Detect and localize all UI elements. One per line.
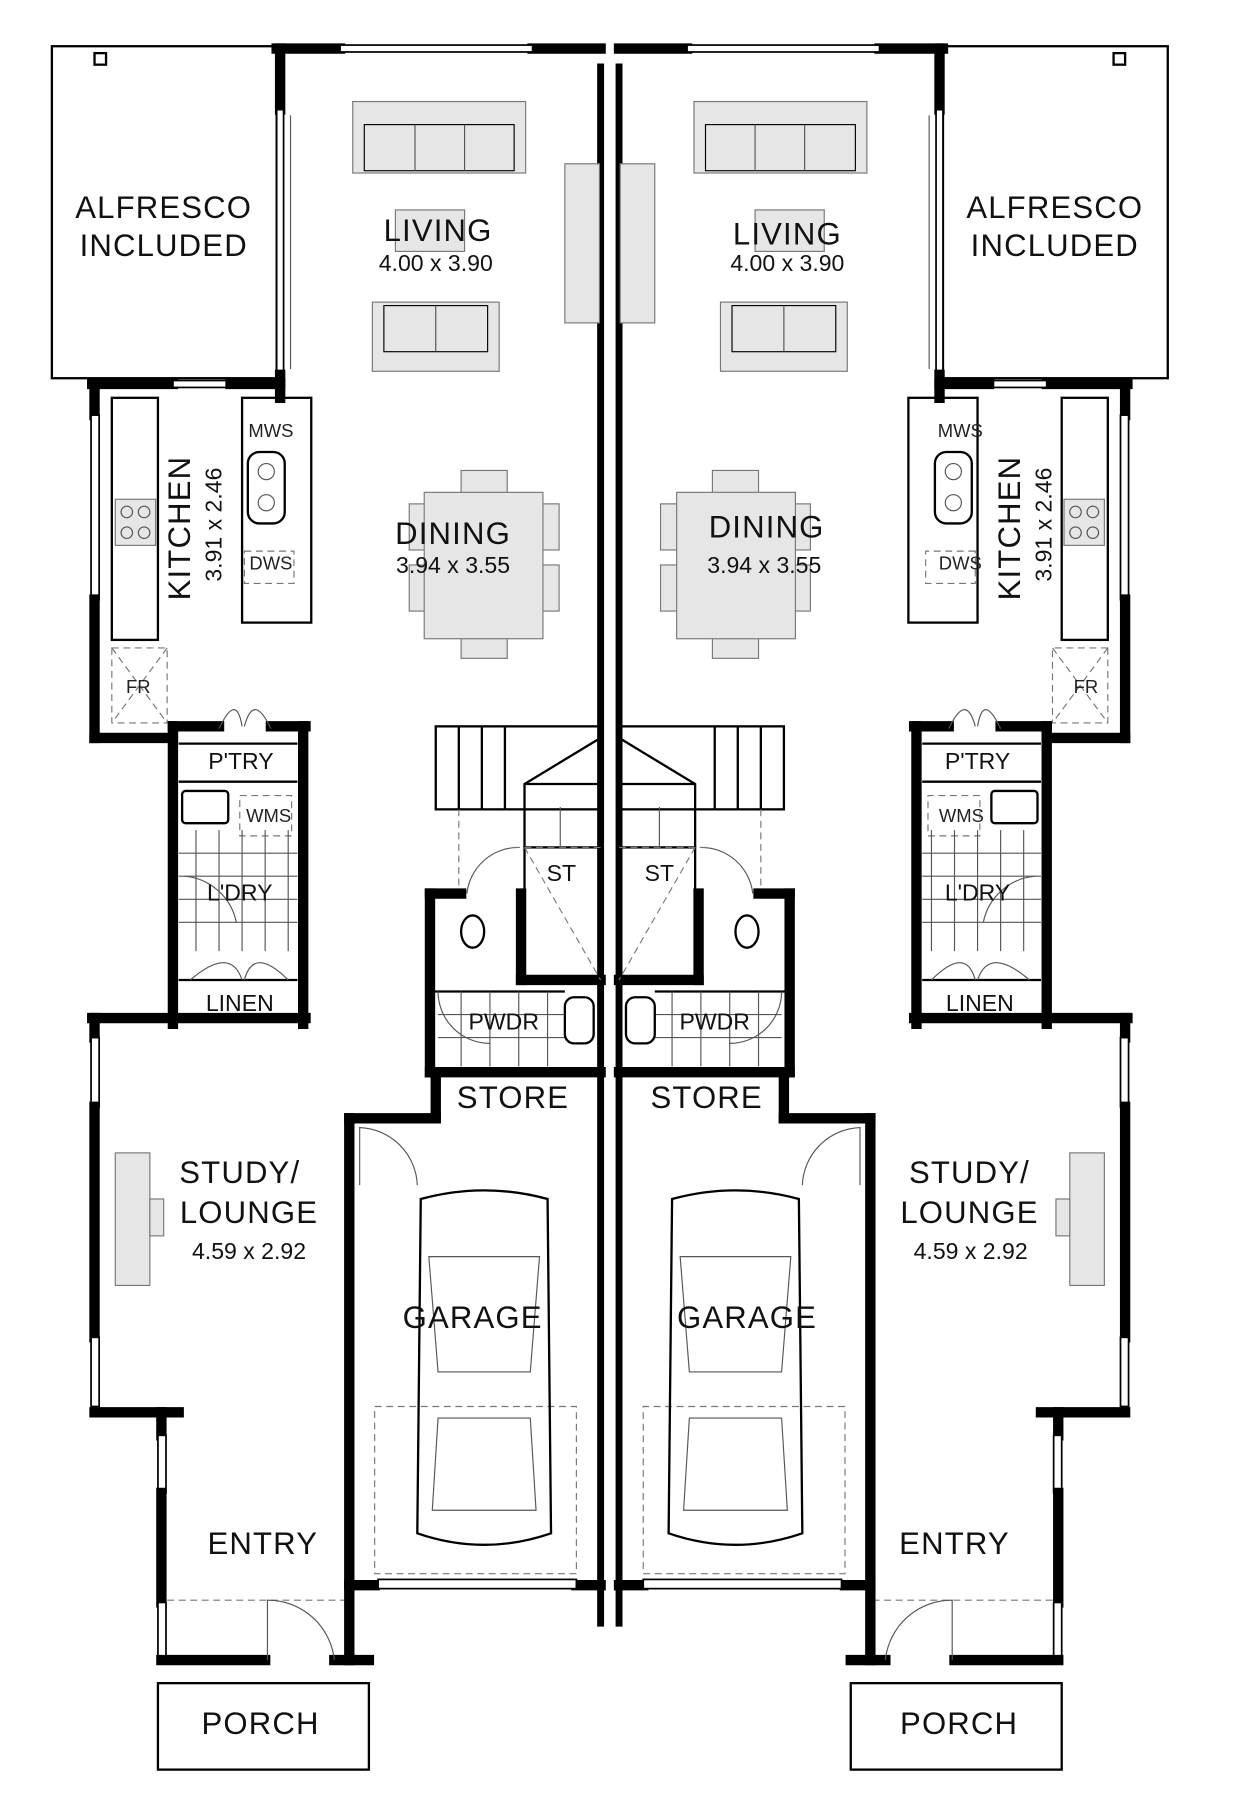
kitchen-dim: 3.91 x 2.46 [200, 468, 226, 582]
unit-right-walls [619, 45, 1168, 1770]
wms-label: WMS [939, 805, 984, 826]
study-dim: 4.59 x 2.92 [192, 1238, 306, 1264]
alfresco-label: ALFRESCO [75, 190, 252, 225]
mws-label: MWS [248, 420, 293, 441]
kitchen-dim: 3.91 x 2.46 [1030, 468, 1056, 582]
fridge-label: FR [126, 676, 151, 697]
powder-label: PWDR [469, 1009, 539, 1035]
dining-dim: 3.94 x 3.55 [707, 552, 821, 578]
unit-left-walls [52, 45, 601, 1770]
pantry-label: P'TRY [945, 748, 1010, 774]
porch-label: PORCH [201, 1706, 319, 1741]
dining-label: DINING [395, 516, 511, 551]
alfresco-label: ALFRESCO [966, 190, 1143, 225]
laundry-label: L'DRY [207, 879, 272, 905]
entry-label: ENTRY [899, 1526, 1010, 1561]
linen-label: LINEN [206, 990, 274, 1016]
study-label: STUDY/ [179, 1155, 300, 1190]
unit-left-labels: ALFRESCO INCLUDED LIVING 4.00 x 3.90 DIN… [75, 190, 576, 1741]
alfresco-note: INCLUDED [971, 228, 1139, 263]
mws-label: MWS [938, 420, 983, 441]
pantry-label: P'TRY [208, 748, 273, 774]
dining-dim: 3.94 x 3.55 [396, 552, 510, 578]
garage-label: GARAGE [677, 1300, 817, 1335]
powder-label: PWDR [680, 1009, 750, 1035]
study-dim: 4.59 x 2.92 [914, 1238, 1028, 1264]
wms-label: WMS [246, 805, 291, 826]
living-dim: 4.00 x 3.90 [730, 250, 844, 276]
lounge-label: LOUNGE [180, 1195, 318, 1230]
living-label: LIVING [733, 216, 842, 251]
alfresco-note: INCLUDED [80, 228, 248, 263]
dining-label: DINING [709, 509, 825, 544]
living-label: LIVING [384, 213, 493, 248]
kitchen-label: KITCHEN [162, 456, 197, 601]
porch-label: PORCH [900, 1706, 1018, 1741]
store-label: STORE [457, 1080, 569, 1115]
garage-label: GARAGE [403, 1300, 543, 1335]
kitchen-label: KITCHEN [992, 456, 1027, 601]
stair-label: ST [645, 860, 674, 886]
store-label: STORE [650, 1080, 762, 1115]
laundry-label: L'DRY [945, 879, 1010, 905]
unit-right-labels: ALFRESCO INCLUDED LIVING 4.00 x 3.90 DIN… [645, 190, 1143, 1741]
living-dim: 4.00 x 3.90 [379, 250, 493, 276]
linen-label: LINEN [946, 990, 1014, 1016]
dws-label: DWS [249, 553, 292, 574]
fridge-label: FR [1074, 676, 1099, 697]
stair-label: ST [547, 860, 576, 886]
study-label: STUDY/ [909, 1155, 1030, 1190]
entry-label: ENTRY [208, 1526, 319, 1561]
lounge-label: LOUNGE [900, 1195, 1038, 1230]
dws-label: DWS [939, 553, 982, 574]
